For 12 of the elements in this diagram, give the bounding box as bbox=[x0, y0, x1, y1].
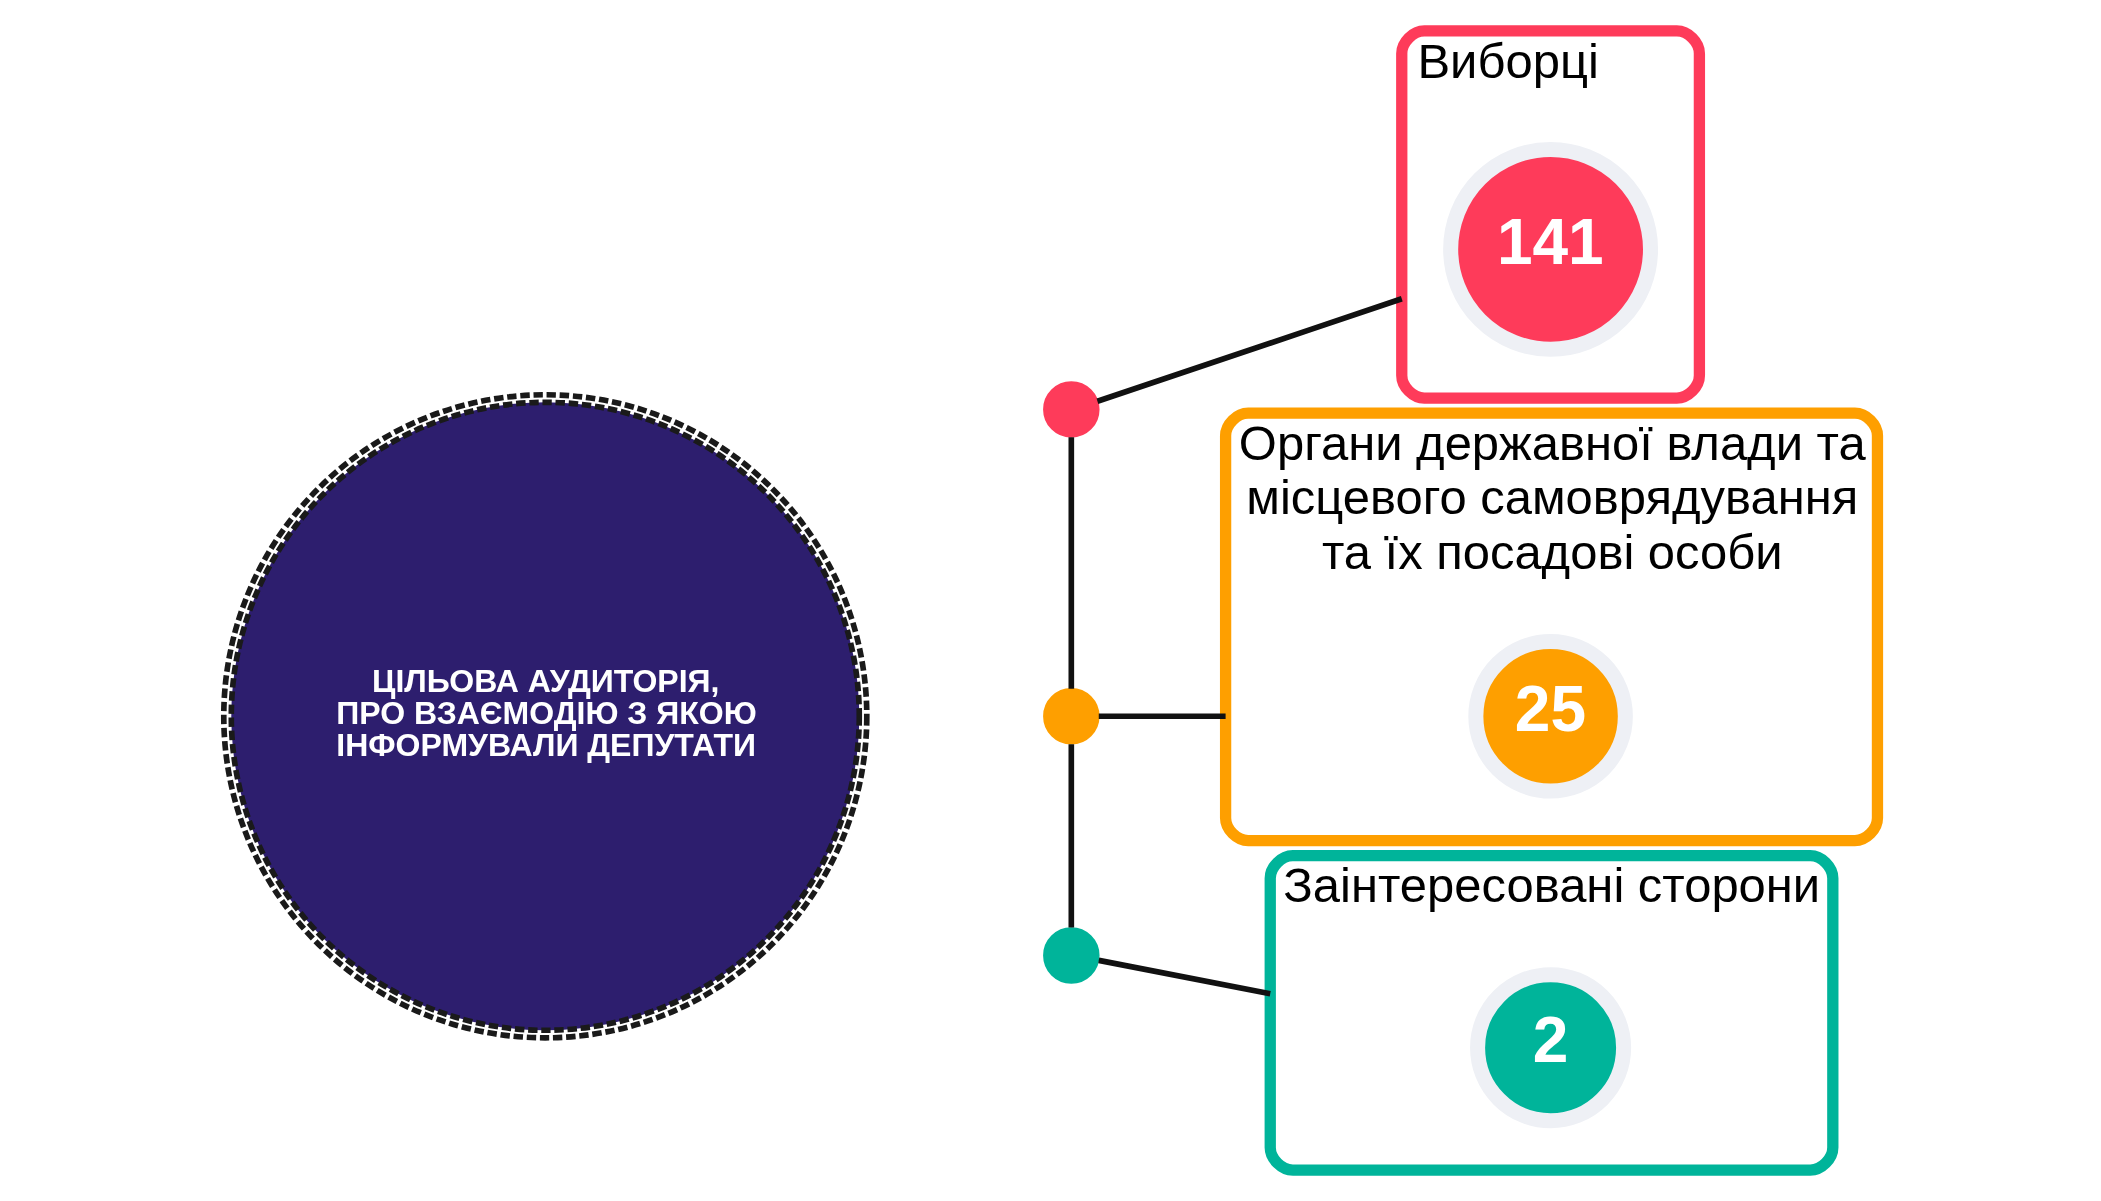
node-circle: 2 bbox=[1470, 967, 1632, 1129]
connector bbox=[1096, 296, 1403, 404]
node-circle bbox=[1043, 381, 1100, 438]
node-circle: 141 bbox=[1443, 141, 1659, 357]
node-circle: 25 bbox=[1468, 634, 1633, 799]
connector bbox=[1068, 437, 1075, 689]
node-circle bbox=[1043, 927, 1100, 984]
connector bbox=[1098, 957, 1271, 997]
node-circle bbox=[1043, 688, 1100, 745]
node-circle: ЦІЛЬОВА АУДИТОРІЯ, ПРО ВЗАЄМОДІЮ З ЯКОЮ ІНФОРМУВАЛИ ДЕПУТАТИ bbox=[220, 391, 870, 1041]
connector bbox=[1098, 713, 1226, 720]
connector bbox=[1068, 744, 1075, 928]
